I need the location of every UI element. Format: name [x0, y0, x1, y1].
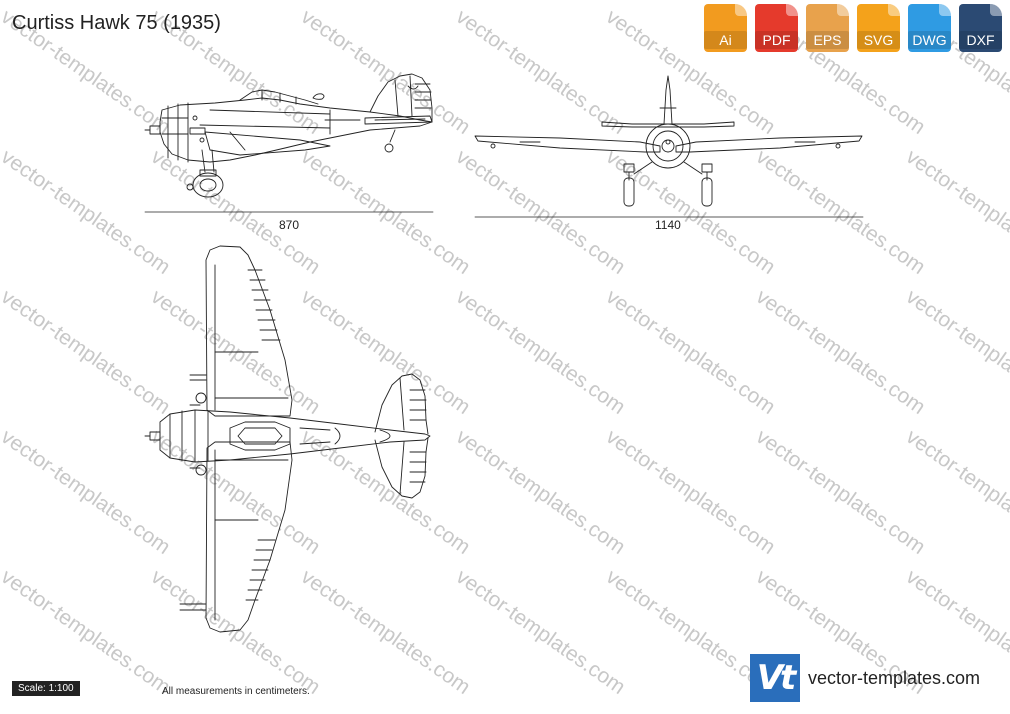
- site-logo[interactable]: Vt vector-templates.com: [750, 654, 980, 702]
- pdf-format-label: PDF: [755, 31, 798, 49]
- eps-format-icon[interactable]: EPS: [806, 4, 849, 52]
- dwg-format-icon[interactable]: DWG: [908, 4, 951, 52]
- logo-text: vector-templates.com: [808, 667, 981, 688]
- dxf-format-icon[interactable]: DXF: [959, 4, 1002, 52]
- side-view: [144, 73, 433, 198]
- measurement-note: All measurements in centimeters.: [162, 686, 310, 697]
- wingspan-dimension-label: 1140: [655, 218, 681, 232]
- dxf-format-label: DXF: [959, 31, 1002, 49]
- top-view: [144, 245, 431, 633]
- svg-format-icon[interactable]: SVG: [857, 4, 900, 52]
- ai-format-label: Ai: [704, 31, 747, 49]
- svg-format-label: SVG: [857, 31, 900, 49]
- format-icons: Ai PDF EPS SVG DWG DXF: [704, 4, 1002, 52]
- ai-format-icon[interactable]: Ai: [704, 4, 747, 52]
- dwg-format-label: DWG: [908, 31, 951, 49]
- scale-badge: Scale: 1:100: [12, 681, 80, 696]
- front-view: [474, 75, 863, 207]
- length-dimension-label: 870: [279, 218, 300, 232]
- logo-icon: Vt: [750, 654, 800, 702]
- eps-format-label: EPS: [806, 31, 849, 49]
- page-title: Curtiss Hawk 75 (1935): [12, 12, 221, 34]
